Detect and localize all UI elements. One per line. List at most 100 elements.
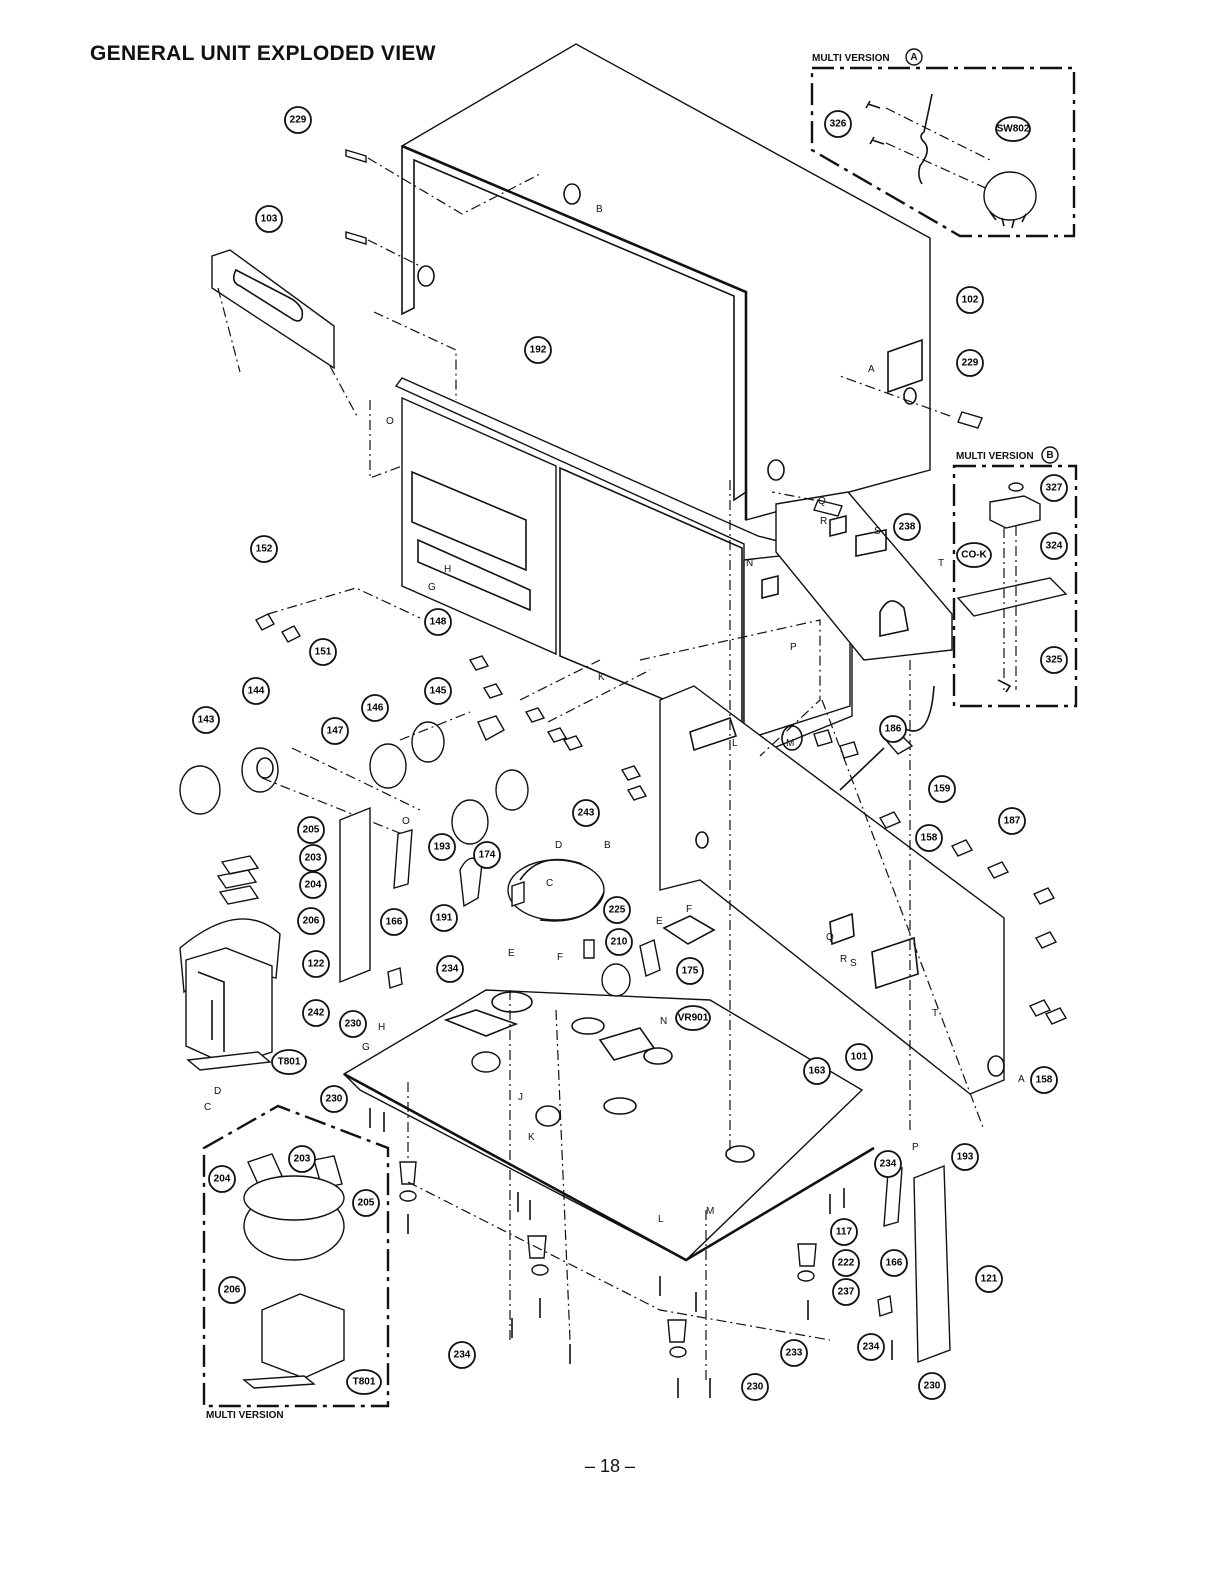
callout-label: 175 <box>682 966 699 977</box>
svg-text:MULTI VERSION: MULTI VERSION <box>956 451 1034 462</box>
callout-vr901: VR901 <box>675 1005 711 1031</box>
ref-letter-b: B <box>596 204 603 215</box>
ref-letter-m: M <box>786 738 794 749</box>
ref-letter-o: O <box>402 816 410 827</box>
ref-letter-e: E <box>656 916 663 927</box>
callout-label: 210 <box>611 937 628 948</box>
callout-label: 166 <box>886 1258 903 1269</box>
ref-letter-h: H <box>378 1022 385 1033</box>
inset-a-label: MULTI VERSION <box>812 53 890 64</box>
inset-multi-version-a: MULTI VERSION A <box>810 48 1076 238</box>
callout-145: 145 <box>424 677 452 705</box>
ref-letter-d: D <box>214 1086 221 1097</box>
ref-letter-d: D <box>555 840 562 851</box>
callout-192: 192 <box>524 336 552 364</box>
callout-117: 117 <box>830 1218 858 1246</box>
callout-234: 234 <box>436 955 464 983</box>
ref-letter-n: N <box>660 1016 667 1027</box>
callout-147: 147 <box>321 717 349 745</box>
callout-label: 234 <box>454 1350 471 1361</box>
callout-label: 327 <box>1046 483 1063 494</box>
callout-102: 102 <box>956 286 984 314</box>
callout-204: 204 <box>208 1165 236 1193</box>
callout-151: 151 <box>309 638 337 666</box>
callout-229: 229 <box>284 106 312 134</box>
callout-label: 203 <box>294 1154 311 1165</box>
callout-205: 205 <box>297 816 325 844</box>
main-chassis-101 <box>342 685 1005 1262</box>
knobs <box>179 587 651 845</box>
callout-label: 152 <box>256 544 273 555</box>
callout-label: 143 <box>198 715 215 726</box>
callout-label: 166 <box>386 917 403 928</box>
callout-label: 229 <box>290 115 307 126</box>
callout-label: 101 <box>851 1052 868 1063</box>
callout-label: 242 <box>308 1008 325 1019</box>
callout-203: 203 <box>288 1145 316 1173</box>
ref-letter-p: P <box>912 1142 919 1153</box>
side-brackets <box>339 806 951 1364</box>
callout-label: 121 <box>981 1274 998 1285</box>
callout-label: 159 <box>934 784 951 795</box>
callout-238: 238 <box>893 513 921 541</box>
callout-label: VR901 <box>678 1013 709 1024</box>
callout-144: 144 <box>242 677 270 705</box>
callout-206: 206 <box>297 907 325 935</box>
ref-letter-g: G <box>428 582 436 593</box>
page-number: – 18 – <box>584 1456 636 1476</box>
callout-186: 186 <box>879 715 907 743</box>
callout-101: 101 <box>845 1043 873 1071</box>
callout-label: 206 <box>303 916 320 927</box>
callout-193: 193 <box>428 833 456 861</box>
callout-230: 230 <box>741 1373 769 1401</box>
callout-label: 230 <box>747 1382 764 1393</box>
ref-letter-k: K <box>598 672 605 683</box>
callout-191: 191 <box>430 904 458 932</box>
callout-243: 243 <box>572 799 600 827</box>
callout-label: 163 <box>809 1066 826 1077</box>
callout-label: 117 <box>836 1227 853 1238</box>
ref-letter-l: L <box>732 738 738 749</box>
ref-letter-a: A <box>1018 1074 1025 1085</box>
callout-174: 174 <box>473 841 501 869</box>
feet-and-screws <box>369 480 985 1398</box>
callout-label: 234 <box>863 1342 880 1353</box>
callout-206: 206 <box>218 1276 246 1304</box>
callout-225: 225 <box>603 896 631 924</box>
top-cover <box>400 43 931 521</box>
callout-label: 174 <box>479 850 496 861</box>
disk-174 <box>459 857 716 997</box>
callout-label: 122 <box>308 959 325 970</box>
ref-letter-b: B <box>604 840 611 851</box>
callout-label: 243 <box>578 808 595 819</box>
callout-label: 233 <box>786 1348 803 1359</box>
callout-234: 234 <box>874 1150 902 1178</box>
callout-158: 158 <box>915 824 943 852</box>
ref-letter-m: M <box>706 1206 714 1217</box>
callout-166: 166 <box>880 1249 908 1277</box>
callout-label: 238 <box>899 522 916 533</box>
callout-label: 204 <box>305 880 322 891</box>
callout-222: 222 <box>832 1249 860 1277</box>
callout-label: 326 <box>830 119 847 130</box>
callout-166: 166 <box>380 908 408 936</box>
callout-label: SW802 <box>997 124 1030 135</box>
callout-label: 230 <box>326 1094 343 1105</box>
callout-label: 225 <box>609 905 626 916</box>
callout-label: 206 <box>224 1285 241 1296</box>
callout-label: 144 <box>248 686 265 697</box>
callout-325: 325 <box>1040 646 1068 674</box>
front-chassis <box>369 311 853 762</box>
ref-letter-a: A <box>868 364 875 375</box>
ref-letter-h: H <box>444 564 451 575</box>
callout-label: 158 <box>921 833 938 844</box>
callout-103: 103 <box>255 205 283 233</box>
callout-label: 234 <box>880 1159 897 1170</box>
ref-letter-j: J <box>518 1092 523 1103</box>
ref-letter-q: Q <box>818 496 826 507</box>
ref-letter-r: R <box>840 954 847 965</box>
callout-label: 103 <box>261 214 278 225</box>
callout-158: 158 <box>1030 1066 1058 1094</box>
